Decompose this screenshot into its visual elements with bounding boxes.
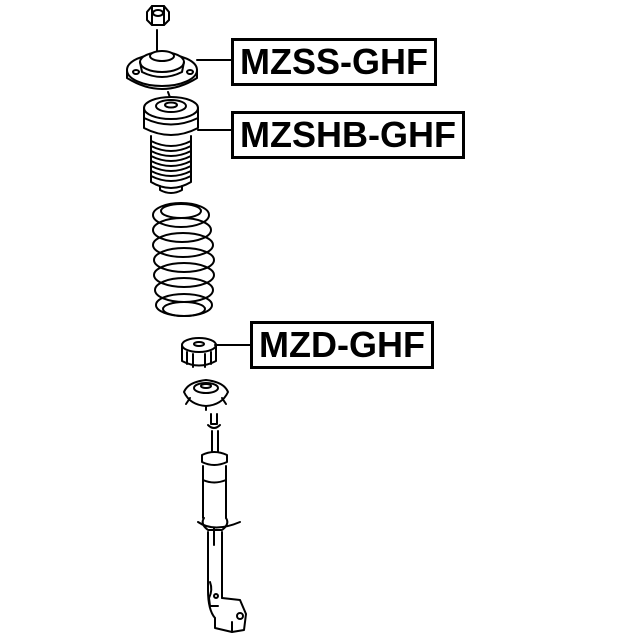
- spring-seat-part: [183, 379, 229, 411]
- part-number-bump-stop-label: MZD-GHF: [250, 321, 434, 369]
- leader-lines: [196, 59, 251, 346]
- dust-boot-part: [143, 96, 199, 194]
- coil-spring-part: [152, 202, 215, 317]
- part-number-mount-label: MZSS-GHF: [231, 38, 437, 86]
- bump-stop-part: [181, 337, 217, 368]
- part-number-bellows-label: MZSHB-GHF: [231, 111, 465, 159]
- strut-mount-part: [126, 29, 198, 104]
- shock-absorber-part: [197, 413, 247, 633]
- nut-part: [146, 5, 170, 26]
